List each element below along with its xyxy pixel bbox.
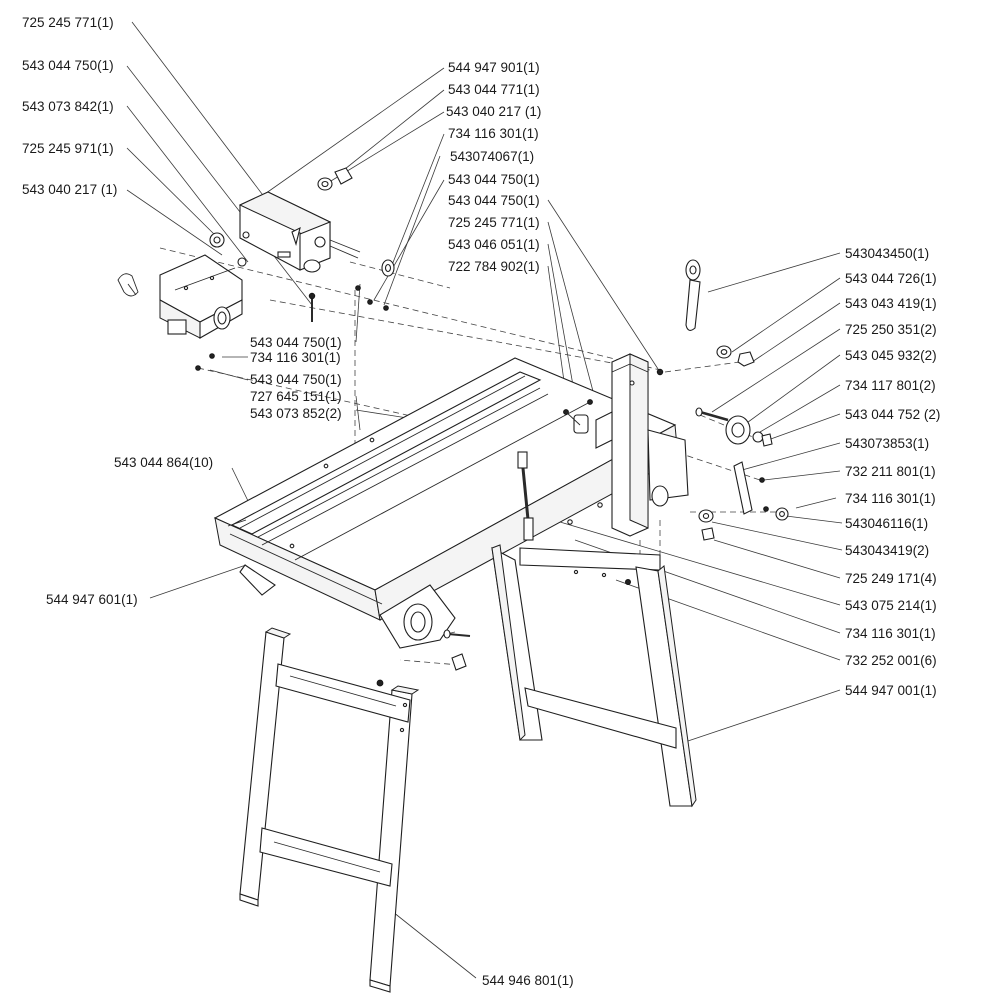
part-label: 543043450(1)	[845, 246, 929, 261]
labels-right: 543043450(1) 543 044 726(1) 543 043 419(…	[845, 246, 940, 698]
part-label: 543043419(2)	[845, 543, 929, 558]
part-label: 734 116 301(1)	[250, 350, 341, 365]
part-label: 543 044 752 (2)	[845, 407, 940, 422]
part-label: 543 043 419(1)	[845, 296, 937, 311]
part-label: 543 073 842(1)	[22, 99, 114, 114]
part-label: 543 040 217 (1)	[22, 182, 117, 197]
labels-top: 544 947 901(1) 543 044 771(1) 543 040 21…	[446, 60, 541, 274]
part-label: 734 116 301(1)	[845, 491, 936, 506]
part-label: 543073853(1)	[845, 436, 929, 451]
part-label: 543074067(1)	[450, 149, 534, 164]
part-label: 725 250 351(2)	[845, 322, 937, 337]
labels-left: 725 245 771(1) 543 044 750(1) 543 073 84…	[22, 15, 117, 197]
part-label: 725 249 171(4)	[845, 571, 937, 586]
rear-stand	[491, 544, 697, 808]
part-label: 722 784 902(1)	[448, 259, 540, 274]
rear-column	[563, 353, 689, 537]
part-label: 543 044 750(1)	[250, 335, 342, 350]
part-label: 543 044 771(1)	[448, 82, 540, 97]
table-top	[213, 357, 679, 649]
part-label: 544 947 001(1)	[845, 683, 937, 698]
part-label: 543 044 750(1)	[22, 58, 114, 73]
part-label: 543 045 932(2)	[845, 348, 937, 363]
part-label: 543 075 214(1)	[845, 598, 937, 613]
front-leg-frame	[239, 627, 471, 993]
part-label: 732 252 001(6)	[845, 653, 937, 668]
part-label-leg: 544 946 801(1)	[482, 973, 574, 988]
part-label: 727 645 151(1)	[250, 389, 342, 404]
labels-middle: 543 044 750(1) 734 116 301(1) 543 044 75…	[250, 335, 342, 421]
part-label: 543 073 852(2)	[250, 406, 342, 421]
part-label: 725 245 771(1)	[22, 15, 114, 30]
part-label: 543 046 051(1)	[448, 237, 540, 252]
carriage-assembly	[195, 167, 395, 371]
part-label: 725 245 971(1)	[22, 141, 114, 156]
part-label: 543 040 217 (1)	[446, 104, 541, 119]
part-label: 543 044 750(1)	[250, 372, 342, 387]
slide-bracket	[117, 254, 243, 339]
part-label: 725 245 771(1)	[448, 215, 540, 230]
part-label: 732 211 801(1)	[845, 464, 936, 479]
part-label: 543046116(1)	[845, 516, 928, 531]
part-label-base: 544 947 601(1)	[46, 592, 138, 607]
labels-frame: 543 044 864(10) 544 947 601(1) 544 946 8…	[46, 455, 574, 988]
part-label: 543 044 750(1)	[448, 193, 540, 208]
right-side-parts	[685, 259, 789, 541]
part-label: 734 116 301(1)	[448, 126, 539, 141]
part-label: 544 947 901(1)	[448, 60, 540, 75]
part-label: 734 117 801(2)	[845, 378, 936, 393]
part-label: 543 044 726(1)	[845, 271, 937, 286]
part-label-table: 543 044 864(10)	[114, 455, 213, 470]
part-label: 543 044 750(1)	[448, 172, 540, 187]
part-label: 734 116 301(1)	[845, 626, 936, 641]
